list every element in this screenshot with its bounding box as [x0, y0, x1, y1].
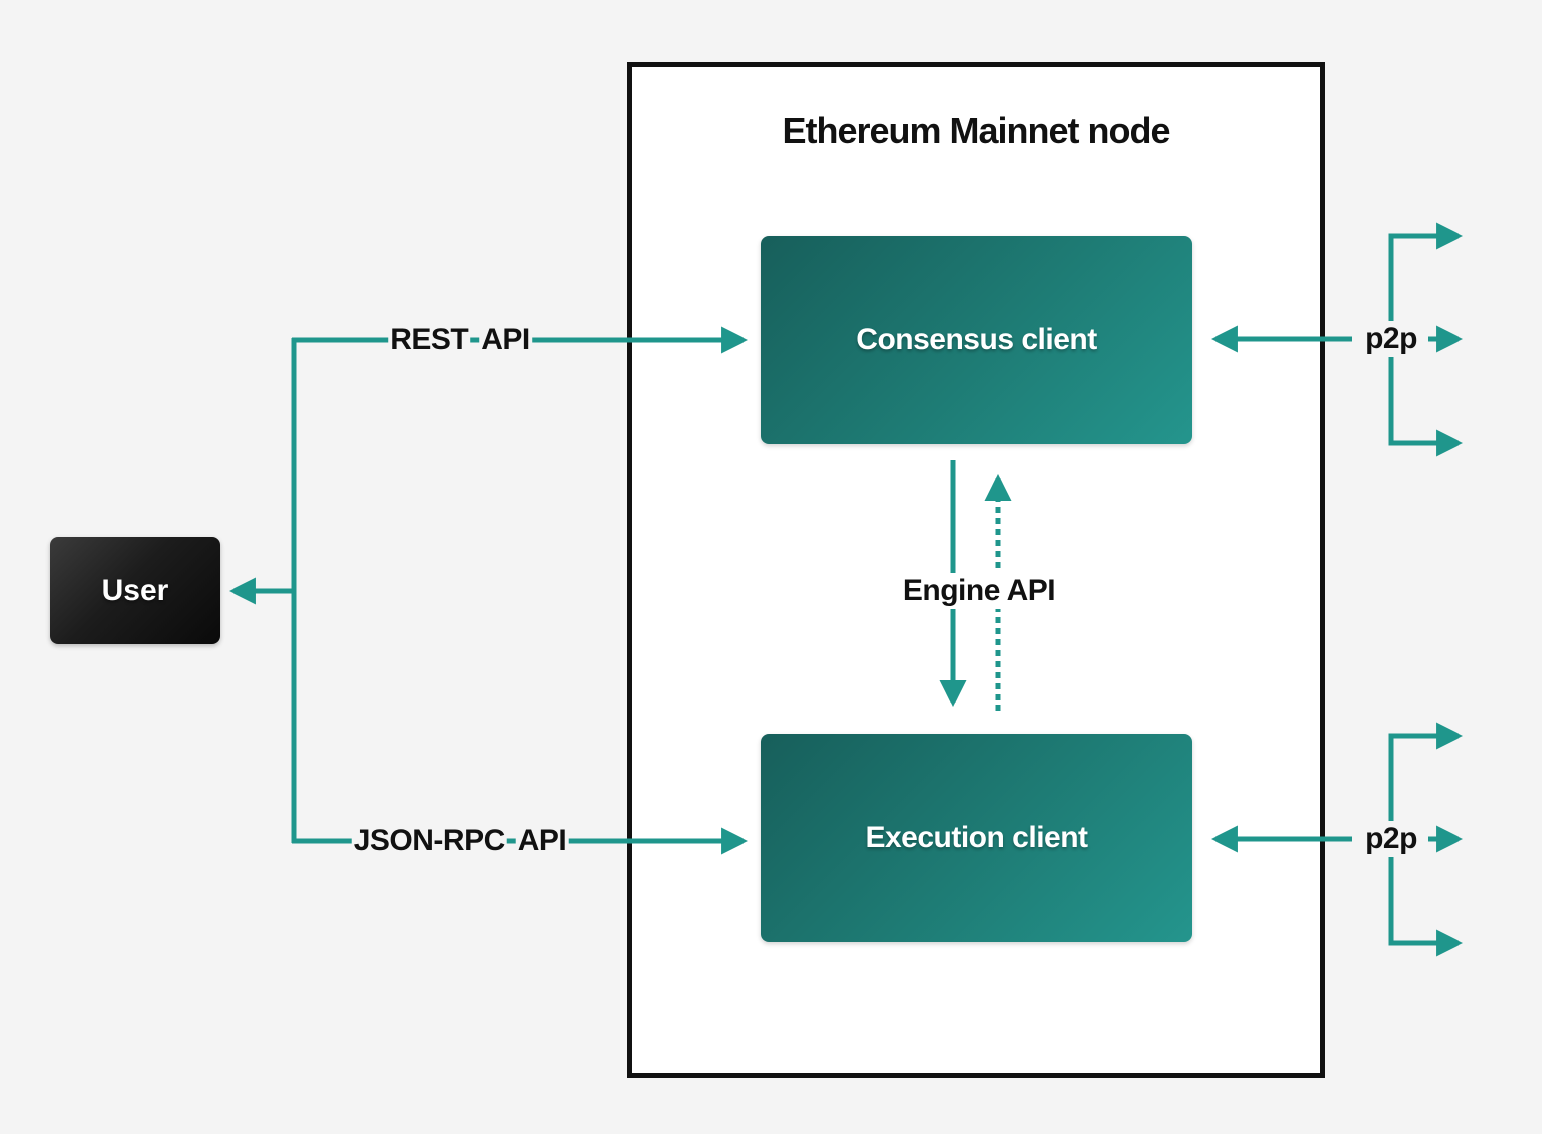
rest-api-label: REST API: [388, 322, 532, 358]
p2p-top-label: p2p: [1363, 321, 1419, 357]
user-label: User: [101, 573, 169, 607]
p2p-bottom-label-text: p2p: [1363, 821, 1419, 857]
rest-api-label-word1: REST: [388, 322, 471, 358]
engine-api-label-text: Engine API: [896, 573, 1062, 609]
json-rpc-api-label-word1: JSON-RPC: [351, 823, 507, 859]
execution-client-label: Execution client: [865, 821, 1088, 854]
json-rpc-api-label-word2: API: [515, 823, 569, 859]
consensus-client-label: Consensus client: [856, 323, 1097, 356]
user-box: User: [50, 537, 220, 644]
engine-api-label: Engine API: [896, 573, 1062, 609]
p2p-top-label-text: p2p: [1363, 321, 1419, 357]
p2p-bottom-label: p2p: [1363, 821, 1419, 857]
node-title: Ethereum Mainnet node: [782, 110, 1170, 151]
consensus-client-box: Consensus client: [761, 236, 1192, 444]
json-rpc-api-label: JSON-RPC API: [351, 823, 569, 859]
rest-api-label-word2: API: [479, 322, 532, 358]
execution-client-box: Execution client: [761, 734, 1192, 942]
